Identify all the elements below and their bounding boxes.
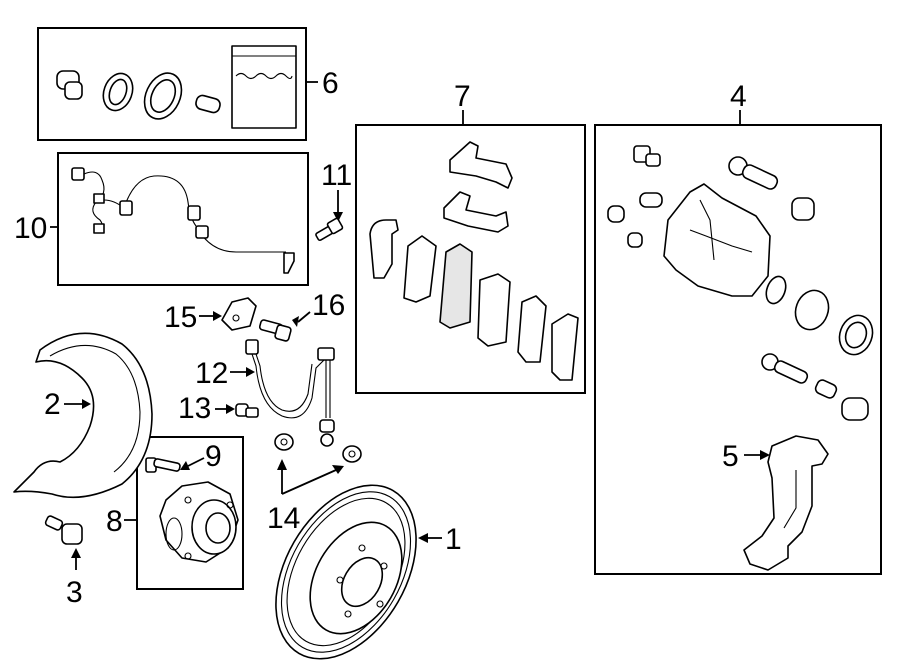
callout-9-leader: [187, 457, 205, 467]
abs-sensor-icon: [71, 167, 295, 274]
caliper-bracket-icon: [743, 435, 829, 571]
callout-11: 11: [321, 159, 352, 192]
callout-13: 13: [178, 392, 211, 425]
callout-4: 4: [730, 80, 747, 113]
callout-14: 14: [267, 502, 300, 535]
brake-hose-icon: [245, 339, 335, 447]
callout-12: 12: [195, 357, 228, 390]
wheel-stud-icon: [145, 457, 181, 473]
callout-9: 9: [205, 440, 222, 473]
callout-16: 16: [312, 289, 345, 322]
shield-bolt-icon: [44, 515, 83, 545]
hose-bracket-icon: [221, 297, 257, 331]
callout-8: 8: [106, 505, 123, 538]
callout-3: 3: [66, 576, 83, 609]
washers-icon: [274, 433, 362, 463]
brake-rotor-icon: [275, 484, 417, 660]
callout-10: 10: [14, 212, 47, 245]
caliper-box: [594, 124, 882, 575]
callout-14-leader-b: [281, 469, 337, 495]
seal-kit-icon: [56, 45, 297, 129]
pad-kit-box: [355, 124, 586, 394]
dust-shield-icon: [13, 332, 153, 499]
hub-box: [136, 436, 244, 590]
callout-7: 7: [454, 80, 471, 113]
callout-15: 15: [164, 301, 197, 334]
union-bolt-icon: [235, 403, 259, 418]
callout-2: 2: [44, 388, 61, 421]
callout-5: 5: [722, 440, 739, 473]
sensor-box: [57, 152, 309, 286]
callout-6: 6: [322, 67, 339, 100]
brake-pad-kit-icon: [369, 141, 579, 381]
caliper-assembly-icon: [607, 145, 874, 421]
sensor-bolt-icon: [315, 217, 344, 242]
callout-16-leader: [297, 311, 311, 323]
bracket-bolt-icon: [258, 319, 292, 342]
seal-kit-box: [37, 27, 307, 141]
callout-1: 1: [445, 523, 462, 556]
wheel-hub-icon: [159, 481, 239, 563]
